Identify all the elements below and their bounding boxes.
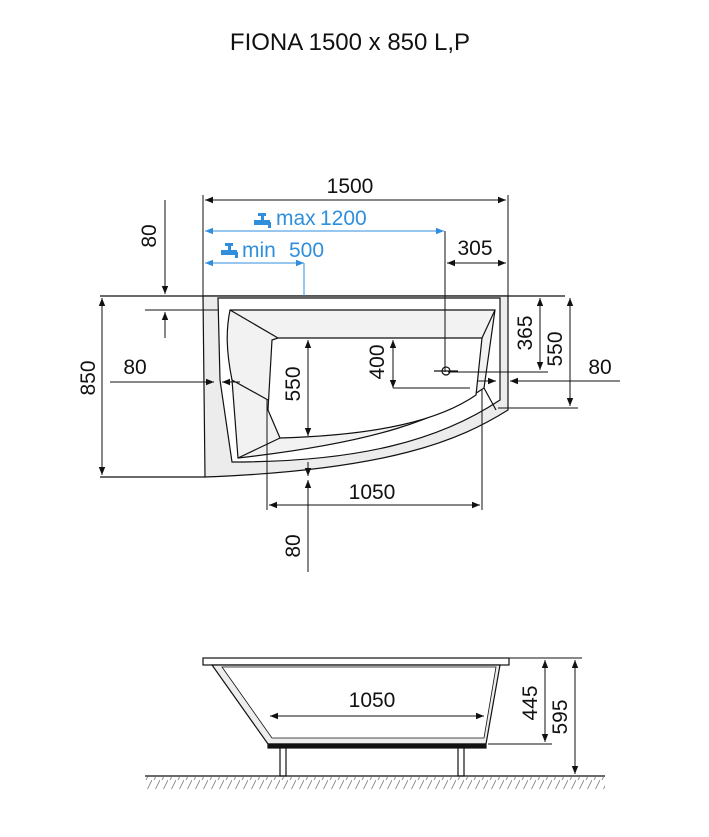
label-faucet-min: min	[242, 239, 276, 262]
label-drain-offset: 305	[457, 237, 492, 260]
label-side-inner-height: 445	[519, 685, 542, 720]
label-right-side: 80	[588, 356, 611, 379]
label-side-bottom-length: 1050	[349, 689, 396, 712]
bathtub-floor-top	[267, 337, 483, 439]
drain-icon	[434, 366, 458, 376]
label-faucet-max: max	[276, 207, 316, 230]
dim-bottom-length	[266, 390, 483, 510]
label-bottom-rim: 80	[282, 534, 305, 557]
page-title: FIONA 1500 x 850 L,P	[230, 29, 470, 56]
label-drain-depth: 400	[366, 344, 389, 379]
dim-faucet-min	[205, 259, 305, 296]
label-inner-depth: 550	[282, 366, 305, 401]
label-left-rim: 80	[138, 224, 161, 247]
faucet-icon-max	[254, 213, 271, 228]
dim-right-550	[498, 298, 578, 409]
label-right-365: 365	[514, 315, 537, 350]
label-bottom-length: 1050	[349, 481, 396, 504]
label-overall-depth: 850	[77, 360, 100, 395]
value-faucet-min: 500	[289, 239, 324, 262]
dim-side-overall-height	[552, 657, 582, 774]
label-overall-width: 1500	[327, 175, 374, 198]
side-view	[145, 657, 605, 777]
label-side-overall-height: 595	[549, 699, 572, 734]
label-right-550: 550	[544, 331, 567, 366]
dim-left-rim	[145, 200, 218, 338]
floor-hatch	[145, 777, 605, 789]
faucet-icon-min	[221, 243, 238, 258]
dim-side-inner-height	[488, 657, 552, 745]
label-left-side: 80	[123, 356, 146, 379]
dim-drain-offset	[444, 231, 506, 372]
dim-overall-width	[202, 195, 509, 410]
dim-right-365	[448, 298, 548, 373]
top-view	[100, 295, 565, 478]
value-faucet-max: 1200	[320, 207, 367, 230]
dim-drain-depth	[389, 340, 470, 389]
